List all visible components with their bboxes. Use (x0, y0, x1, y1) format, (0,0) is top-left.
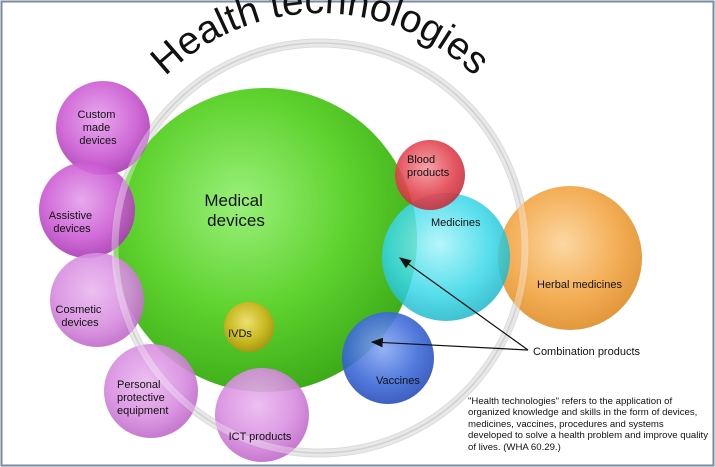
combination-arrow-vaccines (370, 337, 529, 351)
assistive-devices-label: Assistive devices (49, 210, 95, 235)
herbal-medicines-label: Herbal medicines (537, 279, 622, 291)
ivds-circle (224, 302, 274, 352)
blood-products-circle (395, 140, 465, 210)
medical-devices-circle (113, 88, 417, 392)
herbal-medicines-circle (498, 186, 642, 330)
medicines-circle (382, 193, 510, 321)
ict-products-label: ICT products (229, 431, 292, 443)
combination-arrow-medicines (399, 257, 529, 351)
personal-protective-equipment-circle (104, 344, 198, 438)
custom-made-devices-circle (56, 81, 150, 175)
cosmetic-devices-label: Cosmetic devices (56, 304, 105, 329)
ict-products-circle (215, 368, 309, 462)
assistive-devices-circle (39, 162, 135, 258)
vaccines-label: Vaccines (376, 375, 420, 387)
personal-protective-equipment-label: Personal protective equipment (117, 379, 168, 417)
medical-devices-label: Medical devices (204, 191, 267, 230)
medicines-label: Medicines (431, 217, 481, 229)
combination-products-label: Combination products (533, 346, 641, 358)
vaccines-circle (342, 312, 434, 404)
custom-made-devices-label: Custom made devices (78, 109, 119, 147)
health-technologies-definition: "Health technologies" refers to the appl… (468, 396, 708, 453)
blood-products-label: Blood products (407, 154, 450, 179)
ivds-label: IVDs (228, 328, 252, 340)
cosmetic-devices-circle (50, 253, 144, 347)
